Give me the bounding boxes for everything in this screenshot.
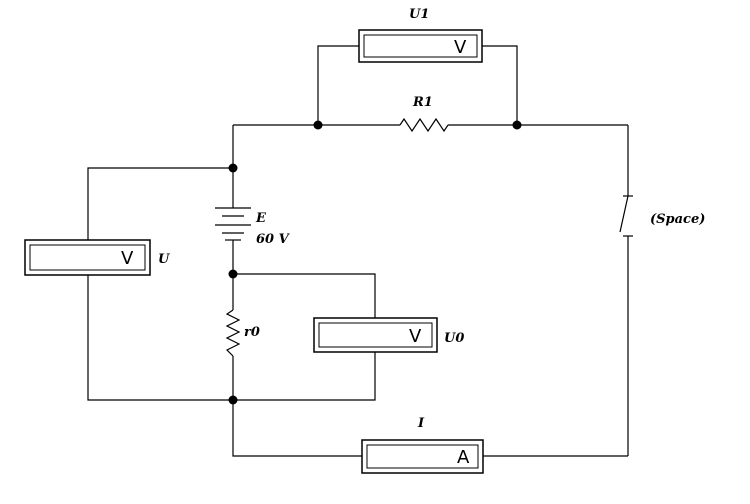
switch-blade (619, 195, 629, 233)
wires (87, 45, 629, 457)
resistor-r1-label: R1 (412, 95, 433, 110)
voltmeter-u1-unit: V (454, 37, 467, 58)
voltmeter-u1-label: U1 (409, 7, 429, 22)
junction-node (228, 395, 238, 405)
resistor-r1[interactable]: R1 (399, 95, 449, 133)
wire-bottom-left (232, 400, 362, 457)
resistor-r1-zigzag (399, 117, 449, 133)
wire-u-top (87, 167, 233, 240)
voltmeter-u-display (29, 244, 146, 271)
voltmeter-u-label: U (158, 252, 170, 267)
ammeter-i-display (366, 444, 479, 469)
resistor-r0-label: r0 (244, 325, 260, 340)
junction-node (512, 120, 522, 130)
wire-u0-top (233, 273, 376, 318)
voltmeter-u0-label: U0 (444, 331, 464, 346)
voltmeter-u0-display (318, 322, 433, 348)
resistor-r0-zigzag (225, 309, 241, 357)
switch-key-label: (Space) (650, 212, 705, 227)
ammeter-i[interactable]: A I (361, 416, 484, 474)
voltmeter-u1[interactable]: V U1 (358, 7, 483, 63)
ammeter-i-label: I (417, 416, 425, 431)
ammeter-i-unit: A (457, 447, 470, 468)
junction-node (313, 120, 323, 130)
wire-u1-left (317, 45, 359, 125)
wire-u-bottom (87, 275, 233, 401)
switch[interactable]: (Space) (619, 195, 705, 237)
voltmeter-u1-display (363, 34, 478, 58)
voltmeter-u-unit: V (121, 248, 134, 269)
junction-node (228, 269, 238, 279)
battery-e[interactable]: E 60 V (215, 207, 291, 247)
voltmeter-u0-unit: V (409, 326, 422, 347)
voltmeter-u0[interactable]: V U0 (313, 317, 464, 353)
voltmeter-u[interactable]: V U (24, 239, 170, 276)
battery-value: 60 V (256, 232, 291, 247)
wire-u0-bottom (233, 352, 376, 401)
junctions (228, 120, 522, 405)
junction-node (228, 163, 238, 173)
battery-label: E (255, 211, 267, 226)
wire-u1-right (482, 45, 518, 125)
resistor-r0[interactable]: r0 (225, 309, 260, 357)
